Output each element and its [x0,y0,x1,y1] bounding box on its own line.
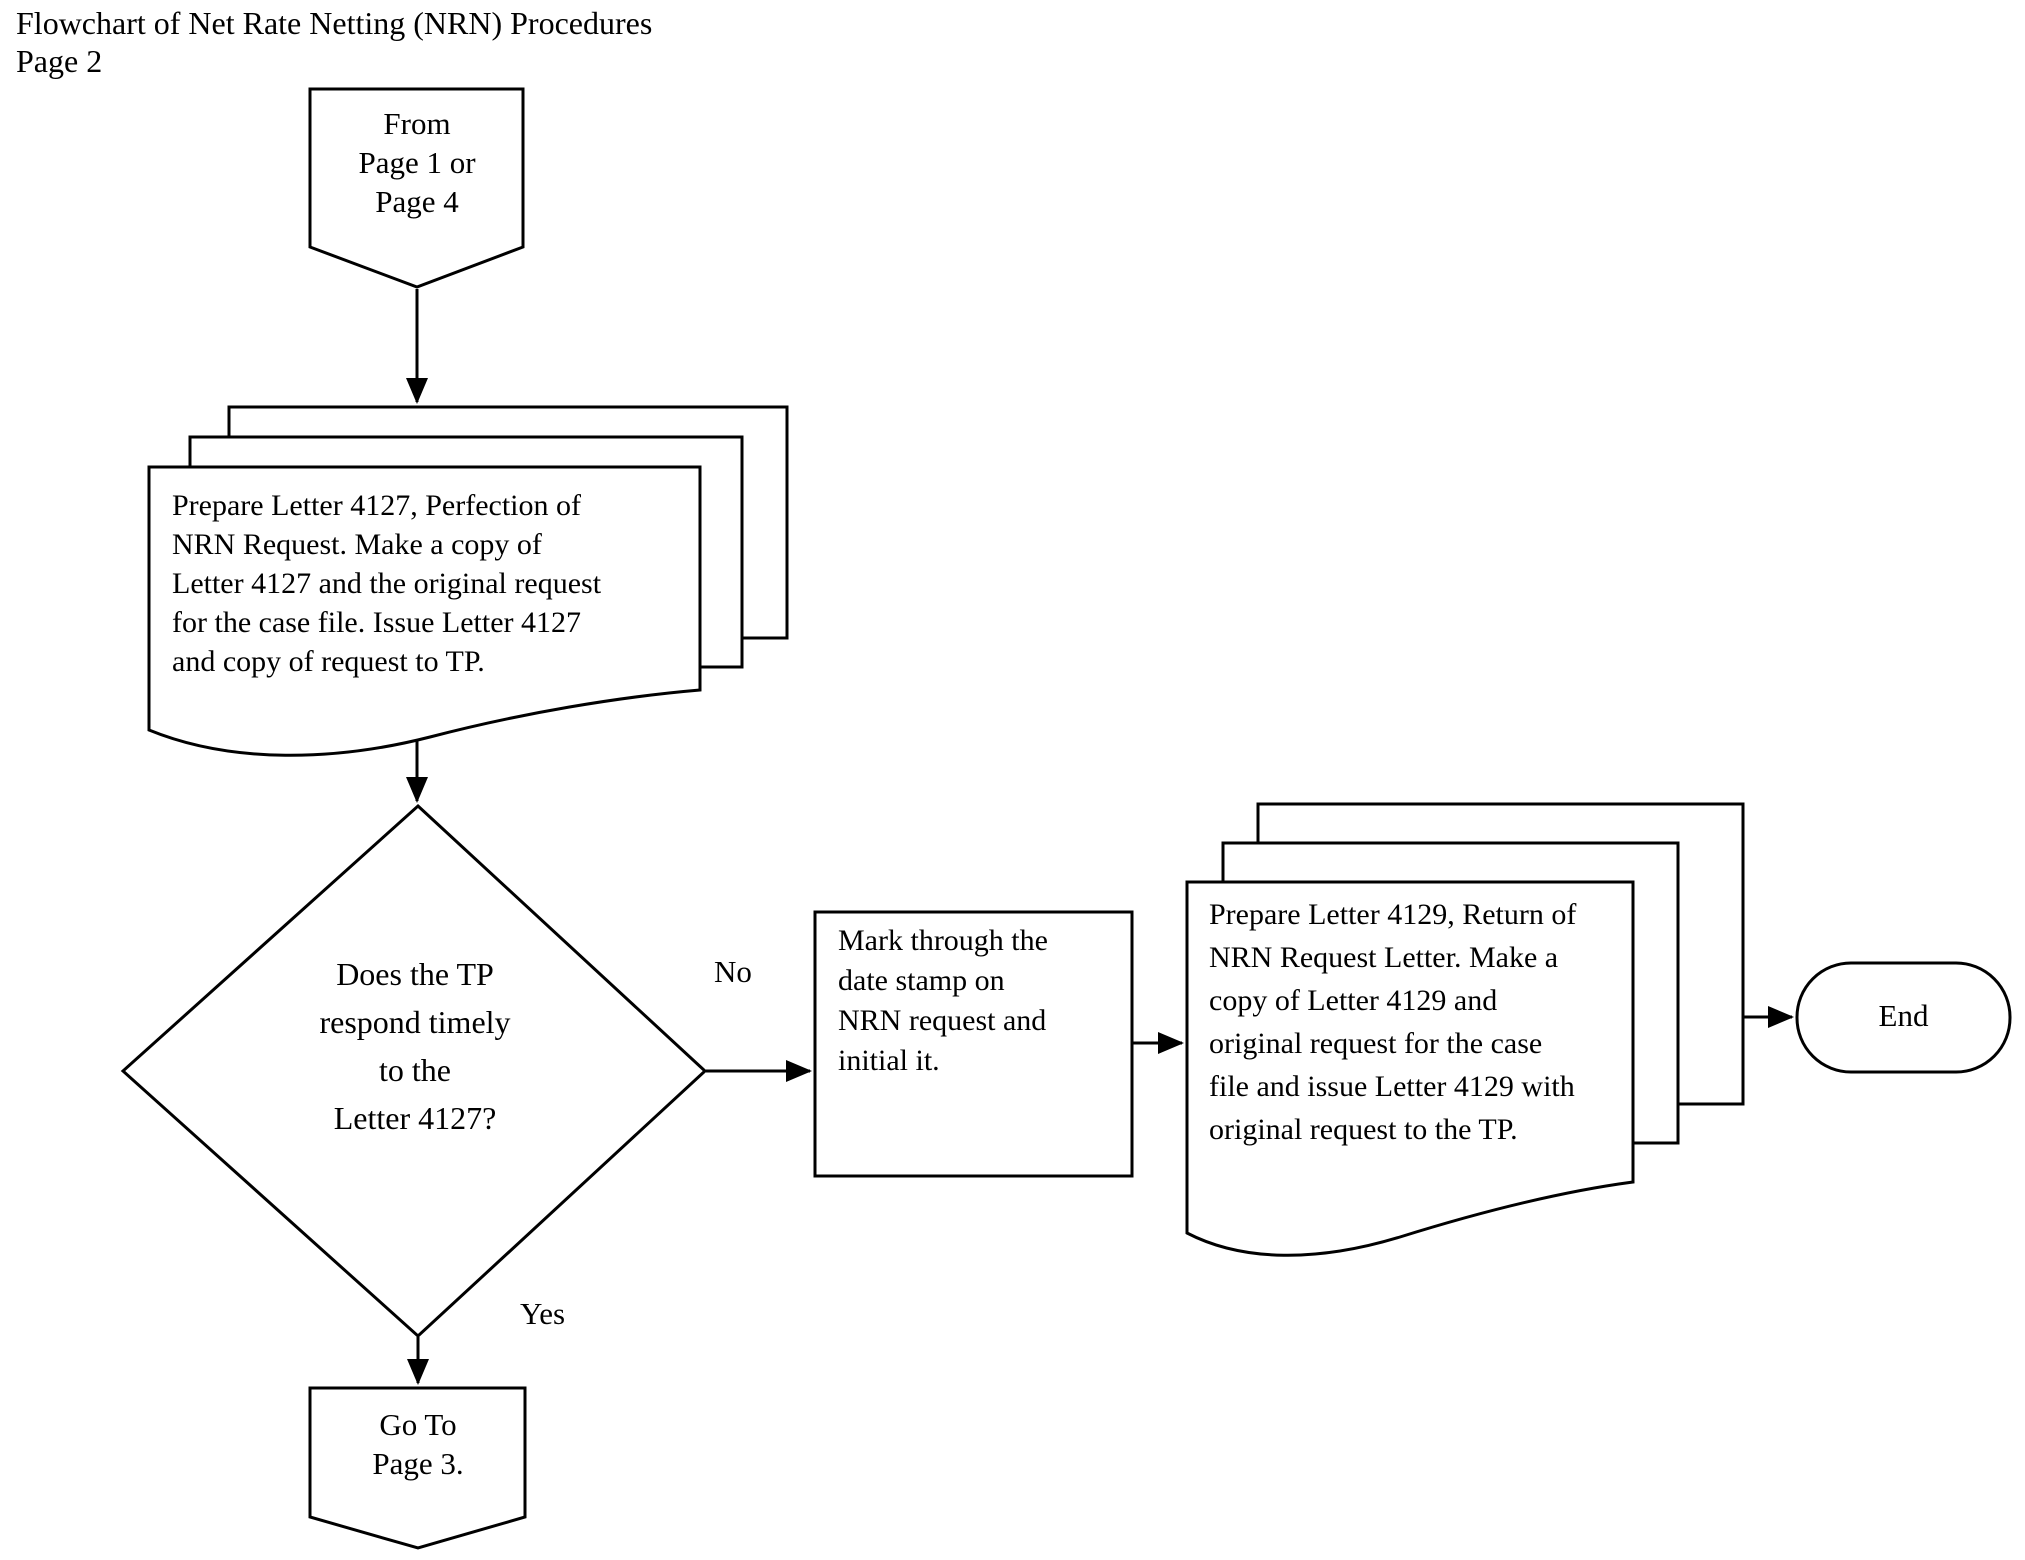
decision-diamond-text: Does the TP respond timely to the Letter… [319,956,511,1136]
page-title: Flowchart of Net Rate Netting (NRN) Proc… [16,5,653,41]
offpage-connector-from-shape [308,87,525,289]
decision-diamond-shape [120,803,708,1339]
offpage-connector-from-text: From Page 1 or Page 4 [358,106,476,219]
process-mark-date-stamp-text: Mark through the date stamp on NRN reque… [838,924,1048,1077]
end-terminator-shape [1795,961,2012,1074]
doc4127-text: Prepare Letter 4127, Perfection of NRN R… [172,489,602,678]
offpage-connector-goto-text: Go To Page 3. [372,1407,464,1481]
offpage-connector-goto-shape [308,1386,527,1550]
process-mark-date-stamp-shape [813,910,1134,1178]
edge-label-no: No [714,954,752,989]
edge-label-yes: Yes [520,1296,566,1331]
doc4127-front-document-shape [147,465,702,757]
end-terminator-text: End [1878,998,1929,1033]
page-subtitle: Page 2 [16,43,103,79]
doc4129-text: Prepare Letter 4129, Return of NRN Reque… [1209,898,1577,1146]
doc4129-front-document-shape [1185,880,1635,1257]
